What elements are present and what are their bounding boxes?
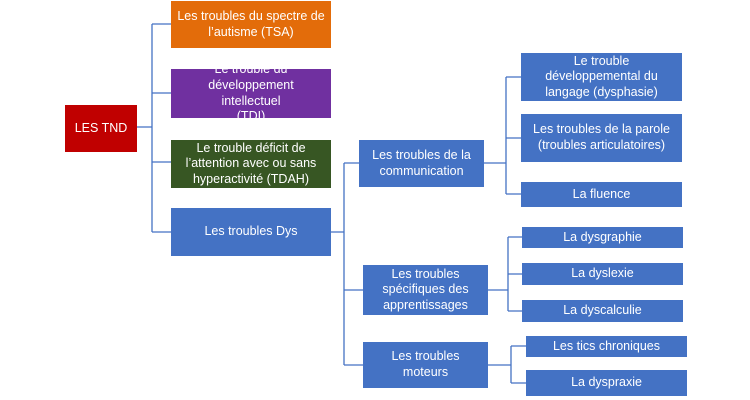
connector-moteur-bus	[488, 345, 526, 384]
node-dyslexie: La dyslexie	[522, 263, 683, 285]
node-troubles-parole: Les troubles de la parole (troubles arti…	[521, 114, 682, 162]
node-troubles-communication: Les troubles de la communication	[359, 140, 484, 187]
node-fluence: La fluence	[521, 182, 682, 207]
connector-root-bus	[137, 23, 171, 233]
node-dyspraxie: La dyspraxie	[526, 370, 687, 396]
node-tsa: Les troubles du spectre de l’autisme (TS…	[171, 1, 331, 48]
node-troubles-moteurs: Les troubles moteurs	[363, 342, 488, 388]
node-troubles-dys: Les troubles Dys	[171, 208, 331, 256]
node-tdah: Le trouble déficit de l’attention avec o…	[171, 140, 331, 188]
connector-dys-bus	[331, 162, 363, 366]
connector-apprentissage-bus	[488, 236, 522, 312]
root-node-les-tnd: LES TND	[65, 105, 137, 152]
node-dysgraphie: La dysgraphie	[522, 227, 683, 248]
node-tdi: Le trouble du développement intellectuel…	[171, 62, 331, 123]
node-troubles-apprentissages: Les troubles spécifiques des apprentissa…	[363, 265, 488, 315]
connector-communication-bus	[484, 76, 521, 195]
node-dyscalculie: La dyscalculie	[522, 300, 683, 322]
node-tics-chroniques: Les tics chroniques	[526, 336, 687, 357]
node-dysphasie: Le trouble développemental du langage (d…	[521, 53, 682, 101]
